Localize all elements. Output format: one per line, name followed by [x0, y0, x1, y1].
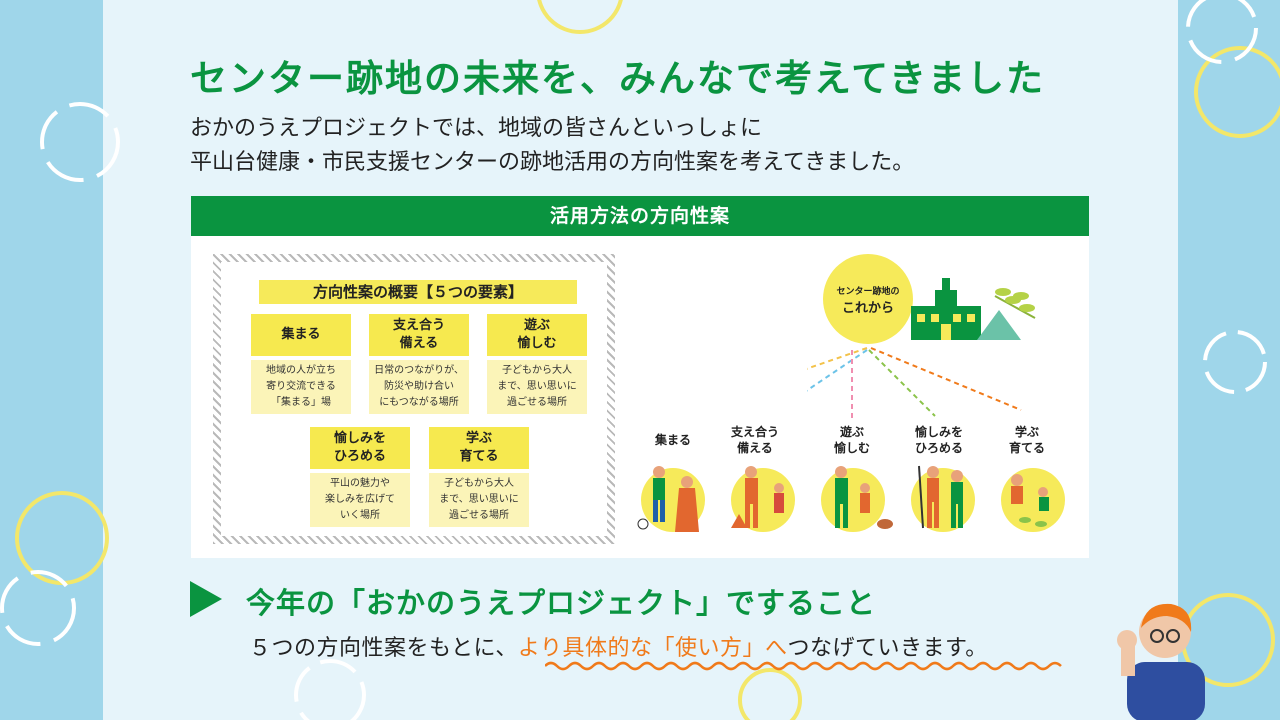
element-gather: 集まる 地域の人が立ち 寄り交流できる 「集まる」場	[251, 314, 351, 414]
element-desc: 子どもから大人 まで、思い思いに 過ごせる場所	[429, 473, 529, 527]
activity-label-gather: 集まる	[654, 433, 691, 447]
spread-people-icon	[911, 465, 975, 532]
future-label: センター跡地の これから	[831, 284, 905, 316]
future-label-big: これから	[841, 301, 894, 316]
play-arrow-icon	[190, 581, 222, 617]
section-text-before: ５つの方向性案をもとに、	[249, 636, 518, 661]
summary-box: 方向性案の概要【５つの要素】 集まる 地域の人が立ち 寄り交流できる 「集まる」…	[213, 254, 615, 544]
activity-label-learn: 学ぶ 育てる	[1008, 425, 1045, 455]
element-desc: 子どもから大人 まで、思い思いに 過ごせる場所	[487, 360, 587, 414]
element-title: 遊ぶ 愉しむ	[487, 314, 587, 356]
element-title: 学ぶ 育てる	[429, 427, 529, 469]
element-desc: 日常のつながりが、 防災や助け合い にもつながる場所	[369, 360, 469, 414]
section-text-highlight: より具体的な「使い方」へ	[517, 636, 788, 661]
future-circle	[823, 254, 913, 344]
person-thinking-illustration	[1117, 603, 1205, 720]
intro-line-1: おかのうえプロジェクトでは、地域の皆さんといっしょに	[190, 116, 763, 141]
support-people-icon	[731, 466, 795, 532]
element-title: 集まる	[251, 314, 351, 356]
card-header: 活用方法の方向性案	[191, 196, 1089, 236]
summary-title: 方向性案の概要【５つの要素】	[259, 280, 577, 304]
activity-label-spread: 愉しみを ひろめる	[914, 425, 963, 455]
element-title: 支え合う 備える	[369, 314, 469, 356]
direction-card: 活用方法の方向性案 方向性案の概要【５つの要素】 集まる 地域の人が立ち 寄り交…	[191, 196, 1089, 558]
future-illustration	[807, 254, 1036, 418]
activity-label-play: 遊ぶ 愉しむ	[833, 425, 870, 455]
intro-text: おかのうえプロジェクトでは、地域の皆さんといっしょに 平山台健康・市民支援センタ…	[190, 112, 914, 180]
element-support: 支え合う 備える 日常のつながりが、 防災や助け合い にもつながる場所	[369, 314, 469, 414]
future-label-small: センター跡地の	[836, 287, 900, 297]
school-building-icon	[911, 278, 1021, 340]
play-people-icon	[821, 466, 893, 532]
learn-people-icon	[1001, 468, 1065, 532]
intro-line-2: 平山台健康・市民支援センターの跡地活用の方向性案を考えてきました。	[190, 150, 915, 175]
gather-people-icon	[637, 466, 705, 532]
leaf-branch-icon	[994, 288, 1036, 319]
future-diagram: センター跡地の これから	[807, 248, 1087, 556]
section-text-after: つなげていきます。	[787, 636, 988, 661]
section-title: 今年の「おかのうえプロジェクト」ですること	[246, 586, 877, 620]
element-desc: 平山の魅力や 楽しみを広げて いく場所	[310, 473, 410, 527]
element-desc: 地域の人が立ち 寄り交流できる 「集まる」場	[251, 360, 351, 414]
element-title: 愉しみを ひろめる	[310, 427, 410, 469]
activity-label-support: 支え合う 備える	[730, 425, 779, 455]
element-spread: 愉しみを ひろめる 平山の魅力や 楽しみを広げて いく場所	[310, 427, 410, 527]
activity-illustrations	[637, 465, 1065, 532]
element-learn: 学ぶ 育てる 子どもから大人 まで、思い思いに 過ごせる場所	[429, 427, 529, 527]
section-text: ５つの方向性案をもとに、より具体的な「使い方」へつなげていきます。	[249, 630, 988, 662]
element-play: 遊ぶ 愉しむ 子どもから大人 まで、思い思いに 過ごせる場所	[487, 314, 587, 414]
page-title: センター跡地の未来を、みんなで考えてきました	[190, 57, 1046, 100]
wavy-underline	[545, 661, 1062, 671]
